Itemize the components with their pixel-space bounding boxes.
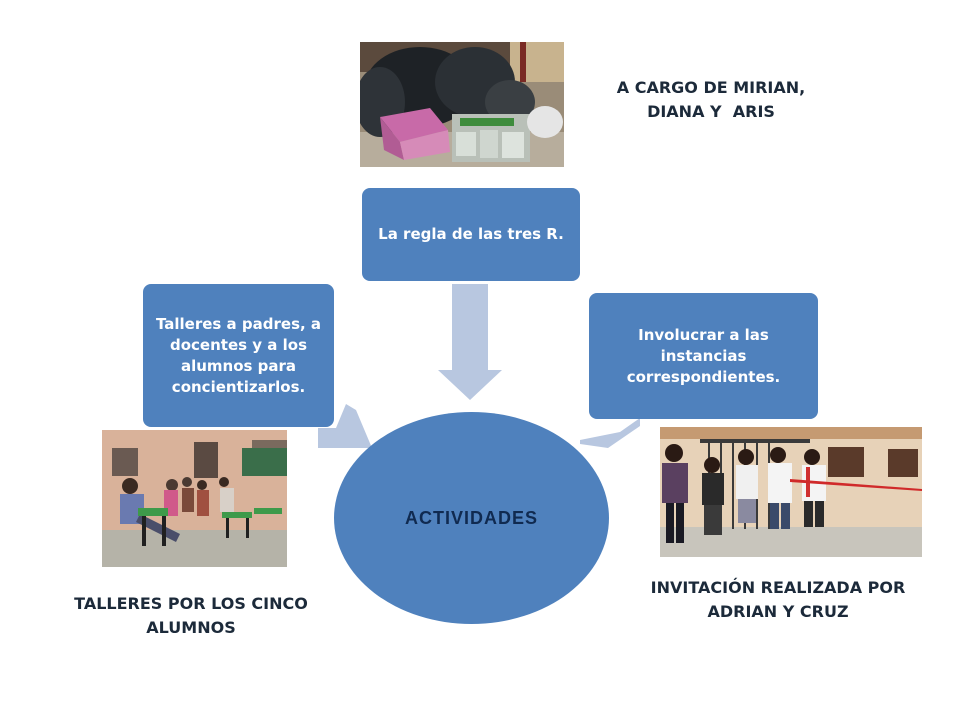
caption-left: TALLERES POR LOS CINCO ALUMNOS [56, 592, 326, 640]
node-instancias-label: Involucrar a las instancias correspondie… [626, 325, 781, 386]
caption-left-line-2: ALUMNOS [146, 618, 236, 637]
node-talleres-label: Talleres a padres, a docentes y a los al… [155, 314, 322, 396]
node-instancias: Involucrar a las instancias correspondie… [589, 293, 818, 419]
node-tres-r-label: La regla de las tres R. [378, 225, 564, 243]
photo-recycling-bags [360, 42, 564, 167]
caption-right: INVITACIÓN REALIZADA POR ADRIAN Y CRUZ [628, 576, 928, 624]
center-node-label: ACTIVIDADES [404, 507, 538, 528]
caption-top-line-1: A CARGO DE MIRIAN, [616, 78, 806, 97]
caption-top: A CARGO DE MIRIAN, DIANA Y ARIS [586, 76, 836, 124]
node-talleres: Talleres a padres, a docentes y a los al… [143, 284, 334, 427]
arrow-left-to-center [318, 404, 372, 448]
caption-top-line-2: DIANA Y ARIS [647, 102, 775, 121]
node-tres-r: La regla de las tres R. [362, 188, 580, 281]
caption-left-line-1: TALLERES POR LOS CINCO [74, 594, 308, 613]
center-node-actividades: ACTIVIDADES [334, 412, 609, 624]
arrow-top-to-center [438, 284, 502, 400]
caption-right-line-2: ADRIAN Y CRUZ [707, 602, 849, 621]
photo-invitation-group [660, 427, 922, 557]
arrow-right-to-center [580, 418, 640, 448]
photo-workshop-room [102, 430, 287, 567]
caption-right-line-1: INVITACIÓN REALIZADA POR [650, 578, 906, 597]
